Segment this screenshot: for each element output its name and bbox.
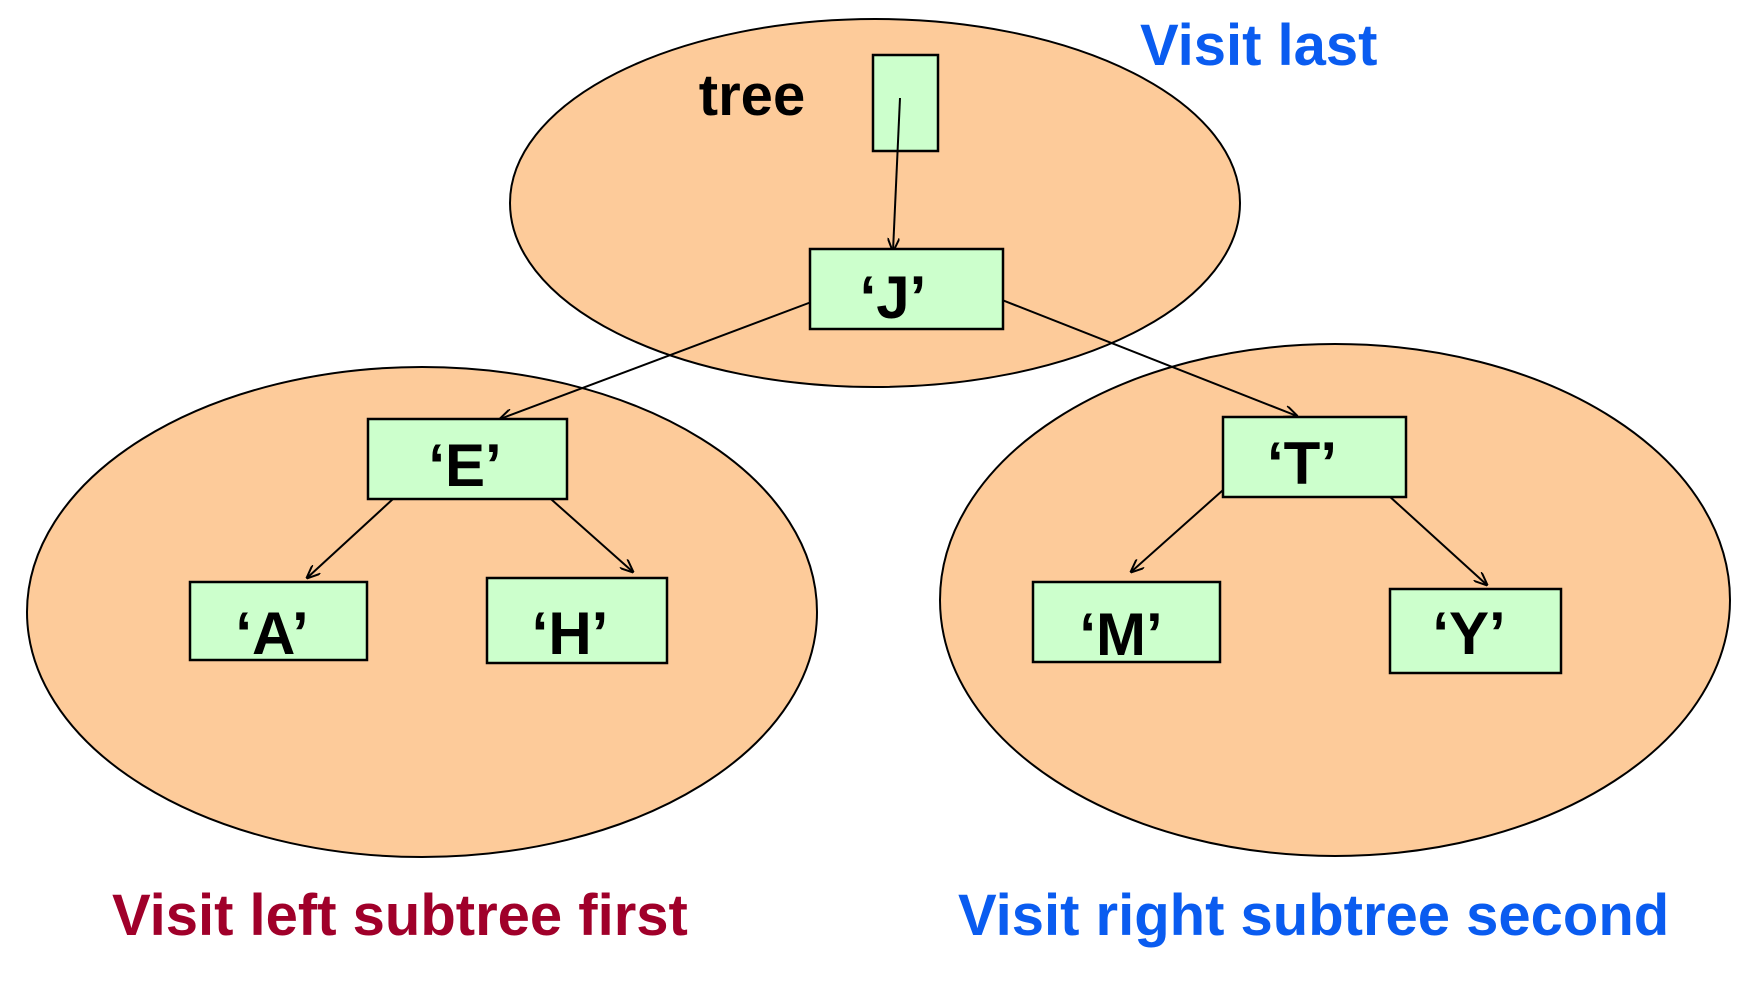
node-y-label: ‘Y’: [1432, 600, 1505, 667]
node-e-box: [366, 417, 569, 501]
caption-visit-right-subtree-second: Visit right subtree second: [958, 883, 1669, 948]
edge-j-to-t: [996, 297, 1297, 416]
edge-t-to-y: [1387, 494, 1487, 585]
node-t-box: [1221, 415, 1408, 499]
node-h-label: ‘H’: [532, 600, 609, 667]
tree-variable-label: tree: [699, 63, 805, 128]
node-m-label: ‘M’: [1079, 601, 1162, 668]
edge-j-to-e: [500, 297, 823, 419]
caption-visit-left-subtree-first: Visit left subtree first: [112, 883, 688, 948]
node-j-label: ‘J’: [860, 264, 927, 331]
root-region: [509, 18, 1241, 388]
node-h-box: [485, 576, 669, 665]
left-subtree-region: [26, 366, 818, 858]
node-j-box: [808, 247, 1005, 331]
node-m-box: [1031, 580, 1222, 664]
node-t-label: ‘T’: [1267, 430, 1337, 497]
node-y-box: [1388, 587, 1563, 675]
node-a-box: [188, 580, 369, 662]
right-subtree-region: [939, 343, 1731, 857]
tree-pointer-box: [871, 53, 940, 153]
caption-visit-last: Visit last: [1140, 13, 1378, 78]
node-e-label: ‘E’: [428, 432, 501, 499]
node-a-label: ‘A’: [235, 600, 308, 667]
edge-tree-to-j: [893, 97, 901, 251]
